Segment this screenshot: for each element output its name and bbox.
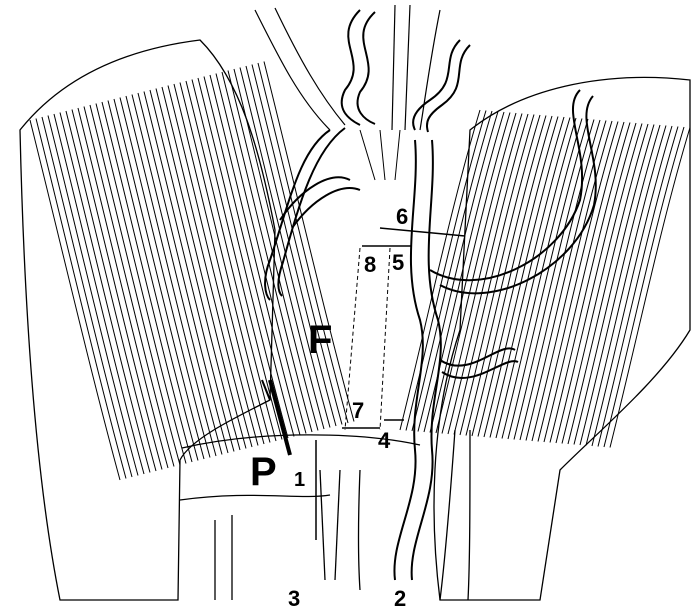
muscle-fiber	[454, 115, 534, 435]
muscle-fiber	[448, 114, 528, 434]
central-strands	[255, 5, 440, 130]
muscle-fiber	[520, 120, 600, 440]
label-3: 3	[288, 588, 300, 610]
muscle-fiber	[252, 65, 342, 425]
label-8: 8	[364, 254, 376, 276]
muscle-fiber	[246, 66, 336, 426]
central-column	[345, 130, 400, 430]
muscle-fiber	[610, 128, 690, 448]
left-muscle	[20, 40, 354, 600]
muscle-fiber	[430, 113, 510, 433]
label-p: P	[250, 452, 277, 492]
muscle-fiber	[562, 124, 642, 444]
muscle-fiber	[412, 111, 492, 431]
muscle-fiber	[598, 127, 678, 447]
muscle-fiber	[544, 122, 624, 442]
label-7: 7	[352, 400, 364, 422]
label-2: 2	[394, 588, 406, 610]
muscle-fiber	[538, 122, 618, 442]
muscle-fiber	[592, 126, 672, 446]
label-1: 1	[294, 470, 305, 490]
right-muscle	[400, 77, 690, 600]
muscle-fiber	[586, 126, 666, 446]
muscle-fiber	[490, 118, 570, 438]
muscle-fiber	[478, 117, 558, 437]
muscle-fiber	[264, 62, 354, 422]
label-4: 4	[378, 430, 390, 452]
label-f: F	[308, 320, 332, 360]
label-5: 5	[392, 252, 404, 274]
muscle-fiber	[472, 116, 552, 436]
muscle-fiber	[508, 119, 588, 439]
muscle-fiber	[496, 118, 576, 438]
muscle-fiber	[556, 123, 636, 443]
muscle-fiber	[574, 125, 654, 445]
muscle-fiber	[532, 121, 612, 441]
muscle-fiber	[240, 68, 330, 428]
muscle-fiber	[550, 123, 630, 443]
muscle-fiber	[604, 127, 684, 447]
muscle-fiber	[580, 125, 660, 445]
label-6: 6	[396, 206, 408, 228]
muscle-fiber	[502, 119, 582, 439]
muscle-fiber	[442, 114, 522, 434]
